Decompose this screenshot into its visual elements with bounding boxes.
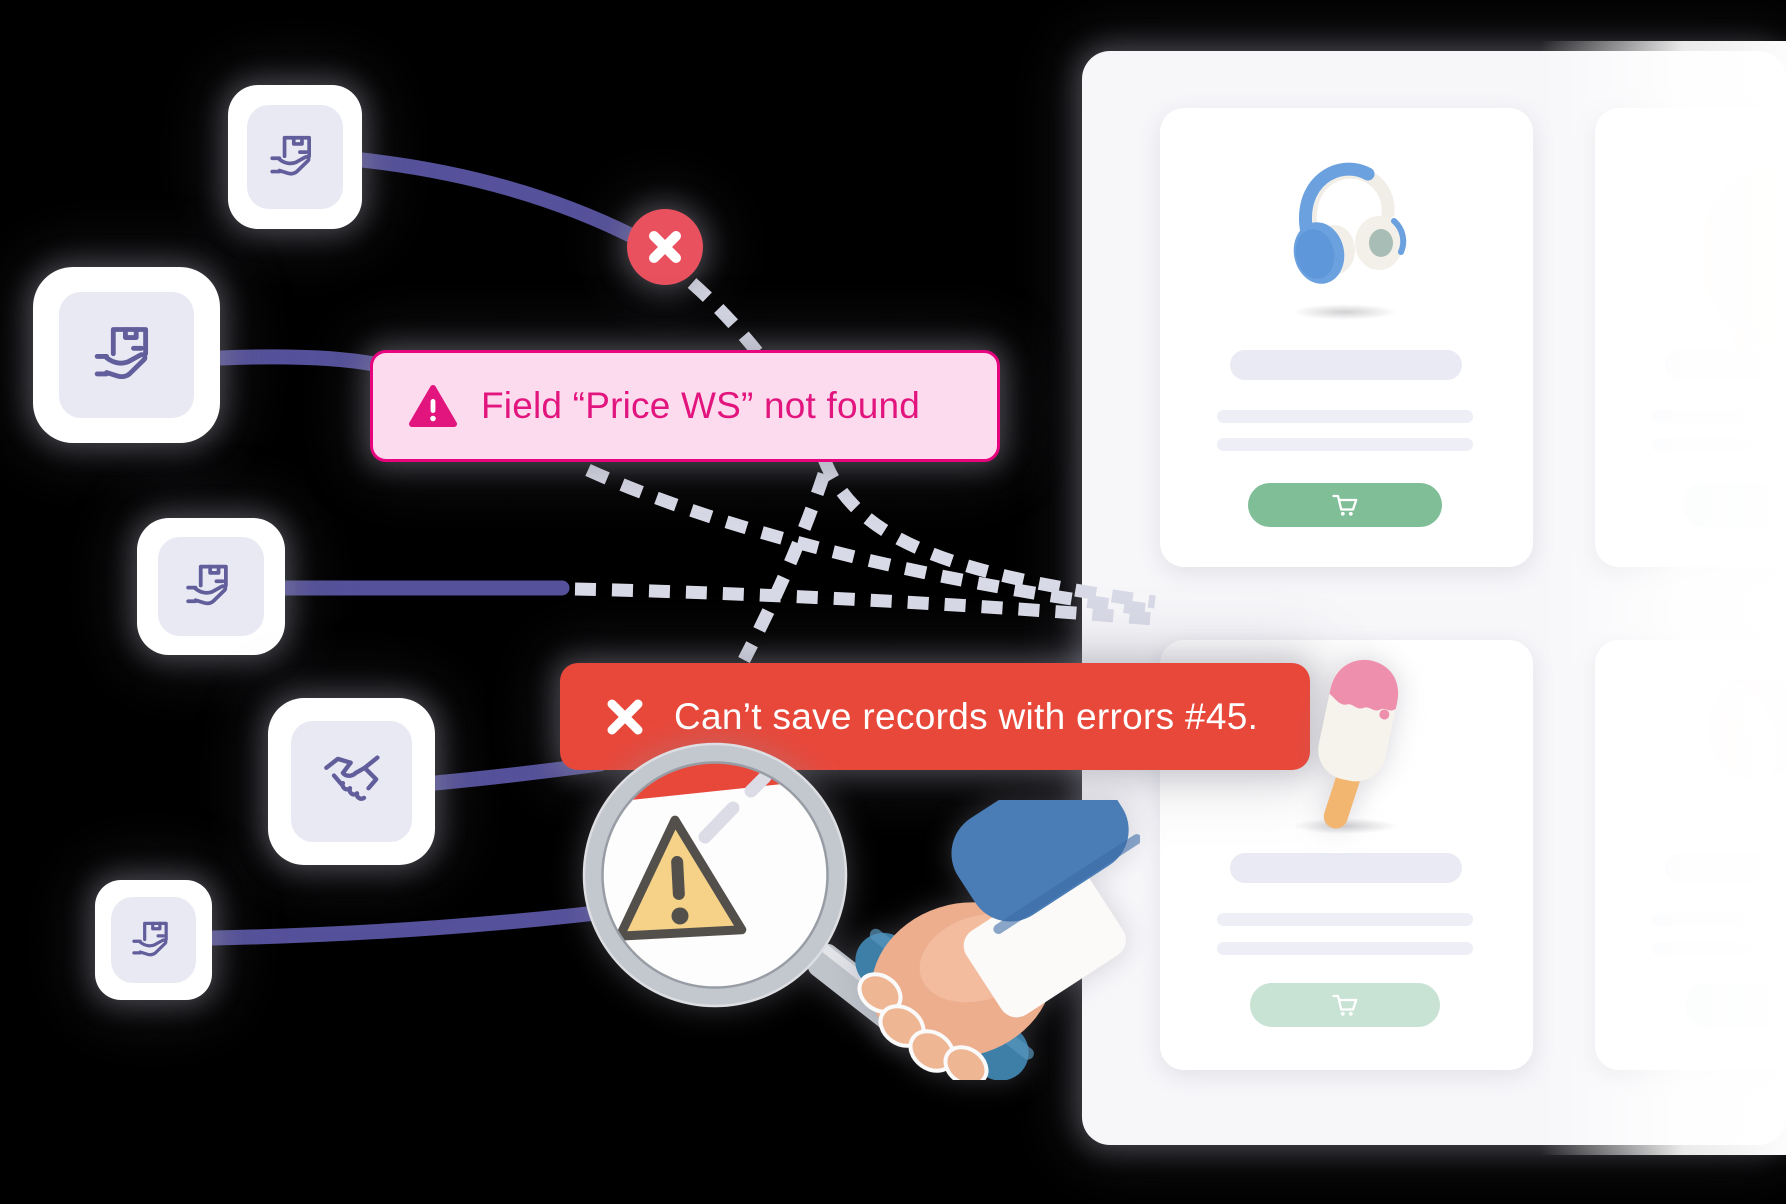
- product-card-headphones: [1160, 108, 1533, 567]
- skeleton-line: [1217, 913, 1473, 926]
- connector-dashed: [687, 278, 1156, 609]
- field-error-banner: Field “Price WS” not found: [370, 350, 1000, 462]
- package-hand-icon: [94, 326, 148, 379]
- headphones-3d-image: [1293, 162, 1407, 284]
- package-hand-icon: [186, 564, 228, 606]
- connector-dashed: [738, 471, 831, 663]
- fingers: [857, 972, 989, 1080]
- package-hand-icon: [132, 921, 168, 956]
- field-error-text: Field “Price WS” not found: [481, 385, 921, 426]
- package-hand-icon: [270, 135, 312, 176]
- flow-node-source-3: [137, 518, 285, 655]
- product-shadow: [1292, 818, 1398, 834]
- save-error-text: Can’t save records with errors #45.: [674, 695, 1259, 737]
- connector-solid: [212, 349, 382, 372]
- add-to-cart-button[interactable]: [1250, 983, 1440, 1027]
- connector-dashed: [574, 582, 1166, 627]
- skeleton-line: [1217, 942, 1473, 955]
- blue-sleeve: [951, 800, 1140, 935]
- flow-node-source-4: [268, 698, 435, 865]
- x-circle-icon: [627, 209, 703, 285]
- warning-triangle-icon: [409, 385, 457, 427]
- flow-node-source-2: [33, 267, 220, 443]
- flow-node-source-1: [228, 85, 362, 229]
- handshake-icon: [323, 755, 380, 801]
- skeleton-line: [1217, 438, 1473, 451]
- x-mark-icon: [607, 699, 643, 734]
- product-shadow: [1292, 304, 1398, 320]
- shirt-cuff: [963, 868, 1126, 1018]
- connector-dashed: [585, 464, 1151, 617]
- panel-fade-overlay: [1540, 41, 1786, 1155]
- catalog-panel: [1082, 41, 1786, 1155]
- skeleton-line: [1217, 410, 1473, 423]
- flow-node-source-5: [95, 880, 212, 1000]
- popsicle-3d-image: [1318, 659, 1399, 829]
- magnifier: [582, 742, 926, 1045]
- add-to-cart-button[interactable]: [1248, 483, 1442, 527]
- skeleton-title: [1230, 853, 1462, 883]
- cart-icon: [1332, 994, 1358, 1016]
- hand-with-blue-sleeve: [855, 800, 1140, 1080]
- cart-icon: [1332, 494, 1358, 516]
- skeleton-title: [1230, 350, 1462, 380]
- warning-triangle-icon: [615, 815, 747, 941]
- connector-solid: [354, 152, 656, 252]
